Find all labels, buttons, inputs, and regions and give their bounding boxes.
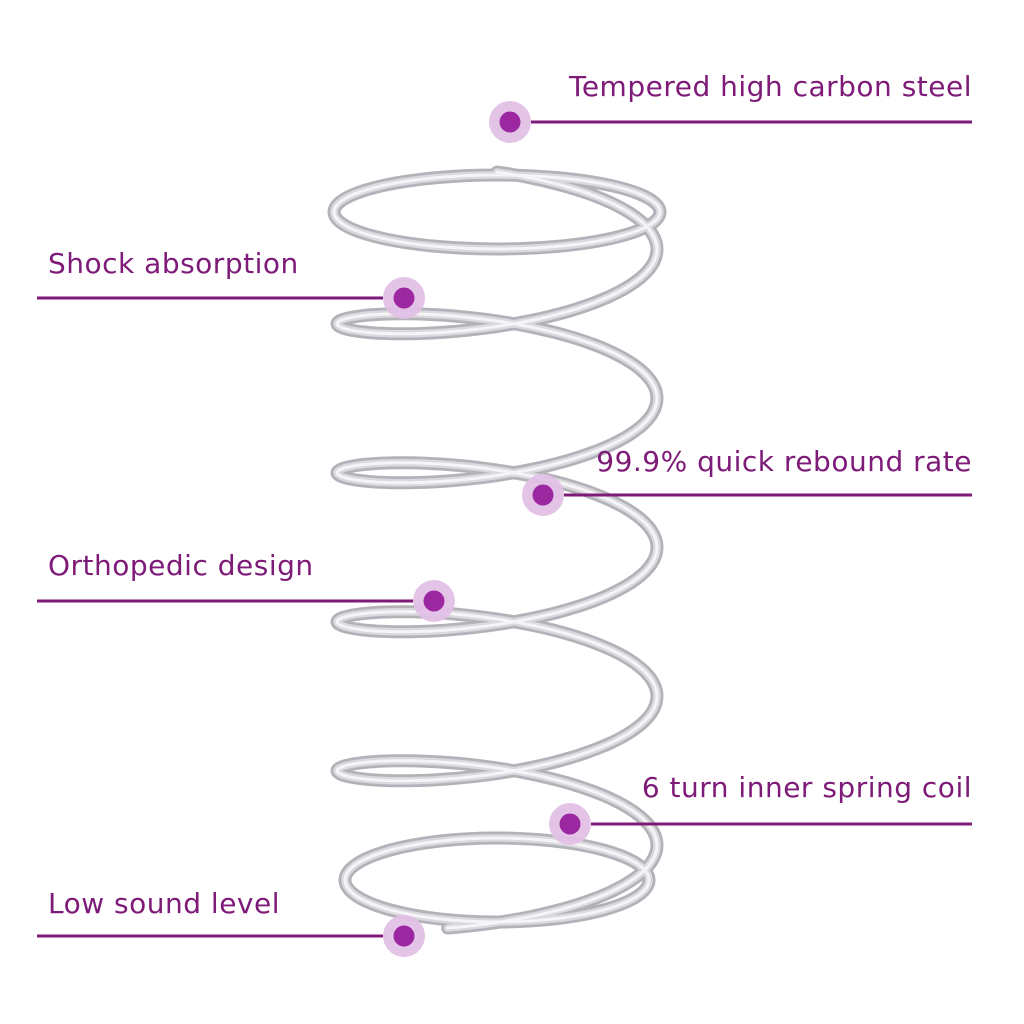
dot-core (423, 590, 445, 612)
callout-dot-low-sound (383, 915, 425, 957)
callout-dot-shock-absorption (383, 277, 425, 319)
callout-dots (383, 101, 591, 957)
spring-tube-outer (334, 172, 660, 928)
spring-tube-mid (334, 172, 660, 928)
callout-dot-orthopedic-design (413, 580, 455, 622)
dot-core (393, 287, 415, 309)
callout-lines (37, 120, 972, 938)
spring-tube-highlight (332, 170, 662, 930)
callout-dot-tempered-steel (489, 101, 531, 143)
dot-core (532, 484, 554, 506)
label-rebound-rate: 99.9% quick rebound rate (596, 445, 972, 478)
label-spring-turns: 6 turn inner spring coil (641, 771, 972, 804)
callout-dot-rebound-rate (522, 474, 564, 516)
callout-dot-spring-turns (549, 803, 591, 845)
label-tempered-steel: Tempered high carbon steel (568, 70, 972, 103)
dot-core (559, 813, 581, 835)
label-low-sound: Low sound level (48, 887, 281, 920)
dot-core (393, 925, 415, 947)
label-shock-absorption: Shock absorption (48, 247, 299, 280)
spring-illustration (334, 172, 660, 928)
dot-core (499, 111, 521, 133)
label-orthopedic-design: Orthopedic design (48, 549, 314, 582)
